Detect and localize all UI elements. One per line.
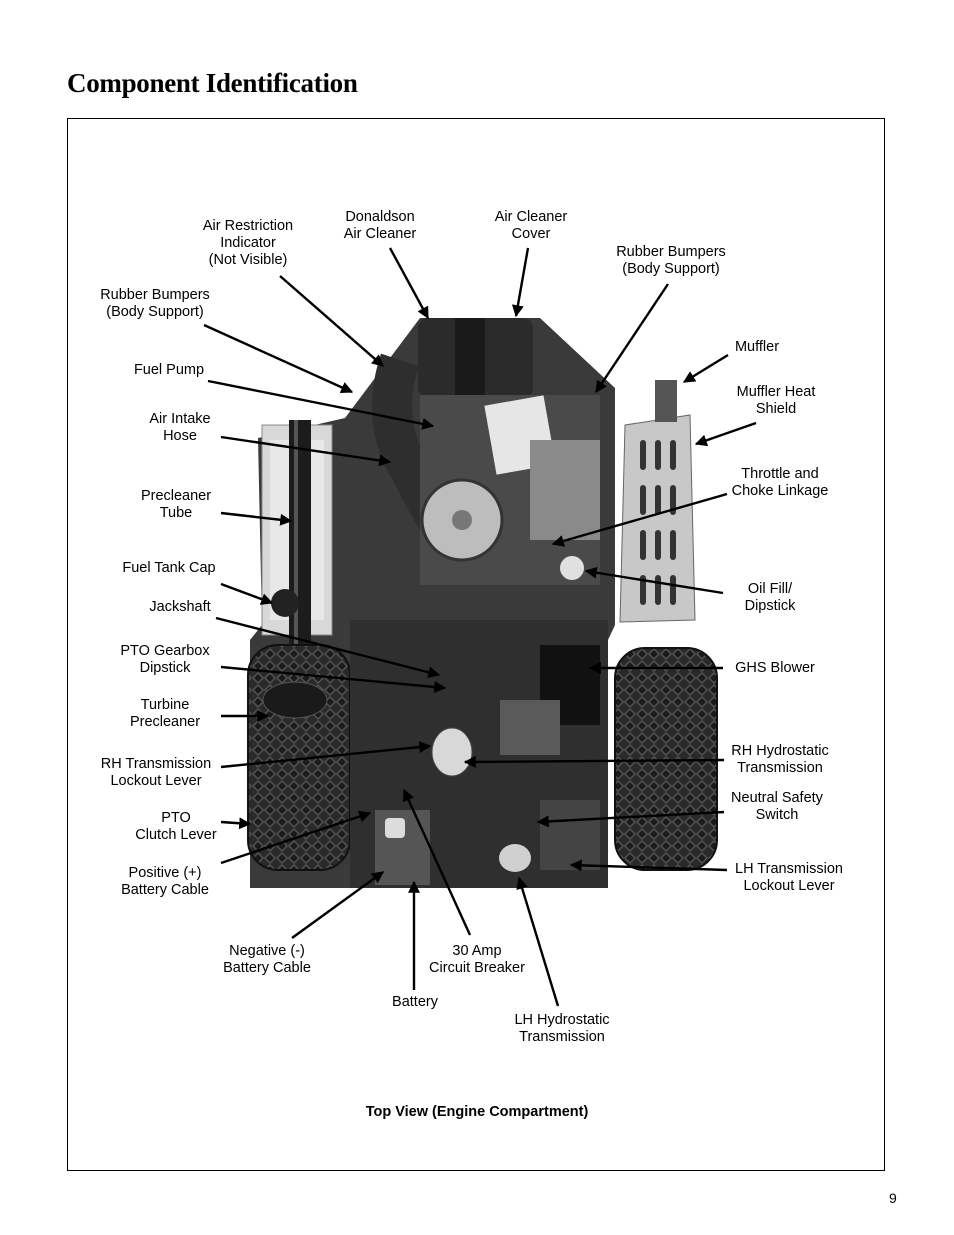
label-precleaner-tube: Precleaner Tube bbox=[140, 488, 212, 521]
photo-shapes bbox=[247, 318, 718, 888]
label-lh-transmission-lockout-lever: LH Transmission Lockout Lever bbox=[735, 861, 843, 894]
label-rubber-bumpers-right: Rubber Bumpers (Body Support) bbox=[616, 244, 726, 277]
label-rh-transmission-lockout-lever: RH Transmission Lockout Lever bbox=[100, 756, 212, 789]
label-rubber-bumpers-left: Rubber Bumpers (Body Support) bbox=[100, 287, 210, 320]
label-30-amp-circuit-breaker: 30 Amp Circuit Breaker bbox=[429, 943, 525, 976]
leader-arrows bbox=[203, 247, 757, 1007]
label-throttle-choke-linkage: Throttle and Choke Linkage bbox=[731, 466, 829, 499]
label-rh-hydrostatic-transmission: RH Hydrostatic Transmission bbox=[731, 743, 829, 776]
label-pto-clutch-lever: PTO Clutch Lever bbox=[135, 810, 217, 843]
label-neutral-safety-switch: Neutral Safety Switch bbox=[731, 790, 823, 823]
label-turbine-precleaner: Turbine Precleaner bbox=[129, 697, 201, 730]
label-air-cleaner-cover: Air Cleaner Cover bbox=[494, 209, 568, 242]
label-lh-hydrostatic-transmission: LH Hydrostatic Transmission bbox=[514, 1012, 610, 1045]
figure-frame bbox=[67, 118, 885, 1171]
label-ghs-blower: GHS Blower bbox=[735, 660, 815, 676]
label-muffler-heat-shield: Muffler Heat Shield bbox=[736, 384, 816, 417]
label-oil-fill-dipstick: Oil Fill/ Dipstick bbox=[744, 581, 796, 614]
label-muffler: Muffler bbox=[734, 339, 780, 355]
label-negative-battery-cable: Negative (-) Battery Cable bbox=[223, 943, 311, 976]
label-fuel-tank-cap: Fuel Tank Cap bbox=[122, 560, 216, 576]
label-pto-gearbox-dipstick: PTO Gearbox Dipstick bbox=[120, 643, 210, 676]
label-donaldson-air-cleaner: Donaldson Air Cleaner bbox=[343, 209, 417, 242]
figure-caption: Top View (Engine Compartment) bbox=[365, 1104, 589, 1120]
page-number: 9 bbox=[889, 1190, 897, 1206]
label-fuel-pump: Fuel Pump bbox=[133, 362, 205, 378]
label-air-intake-hose: Air Intake Hose bbox=[149, 411, 211, 444]
label-jackshaft: Jackshaft bbox=[149, 599, 211, 615]
label-positive-battery-cable: Positive (+) Battery Cable bbox=[121, 865, 209, 898]
page-title: Component Identification bbox=[67, 68, 358, 98]
label-air-restriction-indicator: Air Restriction Indicator (Not Visible) bbox=[202, 218, 294, 268]
label-battery: Battery bbox=[392, 994, 438, 1010]
